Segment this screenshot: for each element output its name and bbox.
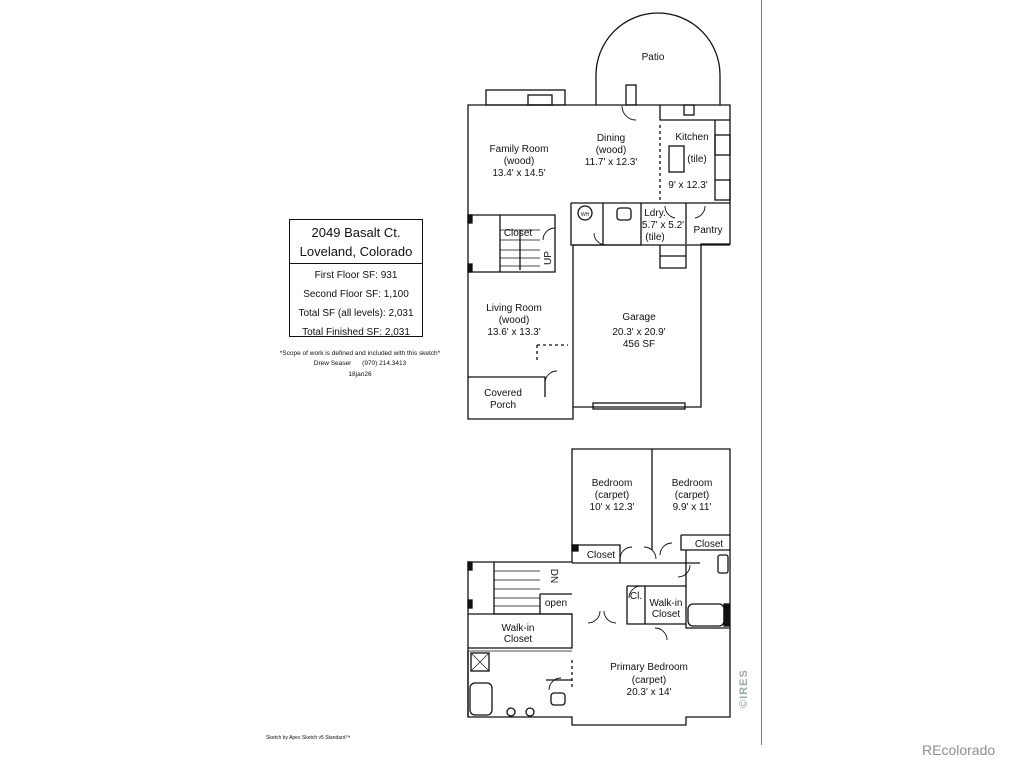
- covered-porch-line2: Porch: [490, 400, 516, 411]
- bedroom1-floor: (carpet): [595, 490, 629, 501]
- primary-bedroom-name: Primary Bedroom: [610, 662, 688, 673]
- recolorado-watermark: REcolorado: [922, 742, 996, 758]
- walkin-small-line2: Closet: [652, 609, 681, 620]
- family-room-name: Family Room: [490, 144, 549, 155]
- covered-porch-line1: Covered: [484, 388, 522, 399]
- dining-floor: (wood): [596, 145, 627, 156]
- kitchen-name: Kitchen: [675, 132, 708, 143]
- bedroom2-name: Bedroom: [672, 478, 713, 489]
- first-floor-sf: First Floor SF: 931: [314, 270, 398, 281]
- page-divider-line: [761, 0, 762, 745]
- bedroom1-closet-label: Closet: [587, 550, 616, 561]
- living-room-size: 13.6' x 13.3': [487, 327, 540, 338]
- bathtub-upper: [687, 603, 725, 627]
- laundry-floor: (tile): [645, 232, 664, 243]
- primary-bedroom-size: 20.3' x 14': [627, 687, 672, 698]
- primary-bedroom-floor: (carpet): [632, 675, 666, 686]
- walkin-large-line1: Walk-in: [502, 623, 535, 634]
- total-sf: Total SF (all levels): 2,031: [298, 308, 414, 319]
- city-line: Loveland, Colorado: [299, 244, 413, 259]
- walkin-large-line2: Closet: [504, 634, 533, 645]
- pantry-label: Pantry: [694, 225, 723, 236]
- garage-size: 20.3' x 20.9': [612, 327, 665, 338]
- bedroom1-name: Bedroom: [592, 478, 633, 489]
- shower: [470, 652, 490, 672]
- dn-label: DN: [548, 569, 559, 583]
- second-floor-sf: Second Floor SF: 1,100: [303, 289, 409, 300]
- bedroom2-size: 9.9' x 11': [673, 502, 712, 513]
- walkin-small-line1: Walk-in: [650, 598, 683, 609]
- sketch-credit: Sketch by Apex Sketch v5 Standard™: [266, 735, 351, 741]
- bedroom2-floor: (carpet): [675, 490, 709, 501]
- patio-outline: [595, 12, 721, 105]
- address-line: 2049 Basalt Ct.: [311, 225, 401, 240]
- dining-size: 11.7' x 12.3': [585, 157, 638, 168]
- living-room-floor: (wood): [499, 315, 530, 326]
- garage-name: Garage: [622, 312, 656, 323]
- fireplace: [485, 89, 566, 106]
- laundry-name: Ldry.: [644, 208, 666, 219]
- laundry-size: 5.7' x 5.2': [642, 220, 684, 231]
- family-room-floor: (wood): [504, 156, 535, 167]
- water-heater-label: WH: [581, 212, 590, 218]
- garage-area: 456 SF: [623, 339, 655, 350]
- family-room-size: 13.4' x 14.5': [492, 168, 545, 179]
- living-room-name: Living Room: [486, 303, 542, 314]
- kitchen-size: 9' x 12.3': [668, 180, 707, 191]
- dining-name: Dining: [597, 133, 625, 144]
- kitchen-island: [668, 145, 685, 173]
- sketch-date: 18jan26: [348, 371, 372, 378]
- contact-line: Drew Seaser (970) 214.3413: [313, 360, 407, 367]
- property-info-box: 2049 Basalt Ct. Loveland, Colorado First…: [289, 219, 423, 338]
- stair-closet-label: Closet: [504, 228, 533, 239]
- ires-watermark: ©IRES: [738, 669, 750, 708]
- first-floor-outline: [467, 104, 731, 420]
- total-finished-sf: Total Finished SF: 2,031: [302, 327, 410, 338]
- bedroom1-size: 10' x 12.3': [590, 502, 635, 513]
- scope-note: *Scope of work is defined and included w…: [279, 350, 441, 357]
- up-label: UP: [543, 251, 554, 265]
- bedroom2-closet-label: Closet: [695, 539, 724, 550]
- patio-label: Patio: [642, 52, 665, 63]
- cl-label: Cl.: [630, 591, 642, 602]
- kitchen-floor: (tile): [687, 154, 706, 165]
- square-footage-list: First Floor SF: 931 Second Floor SF: 1,1…: [290, 264, 422, 342]
- open-label: open: [545, 598, 567, 609]
- address-block: 2049 Basalt Ct. Loveland, Colorado: [290, 220, 422, 264]
- bathtub-lower: [469, 682, 493, 716]
